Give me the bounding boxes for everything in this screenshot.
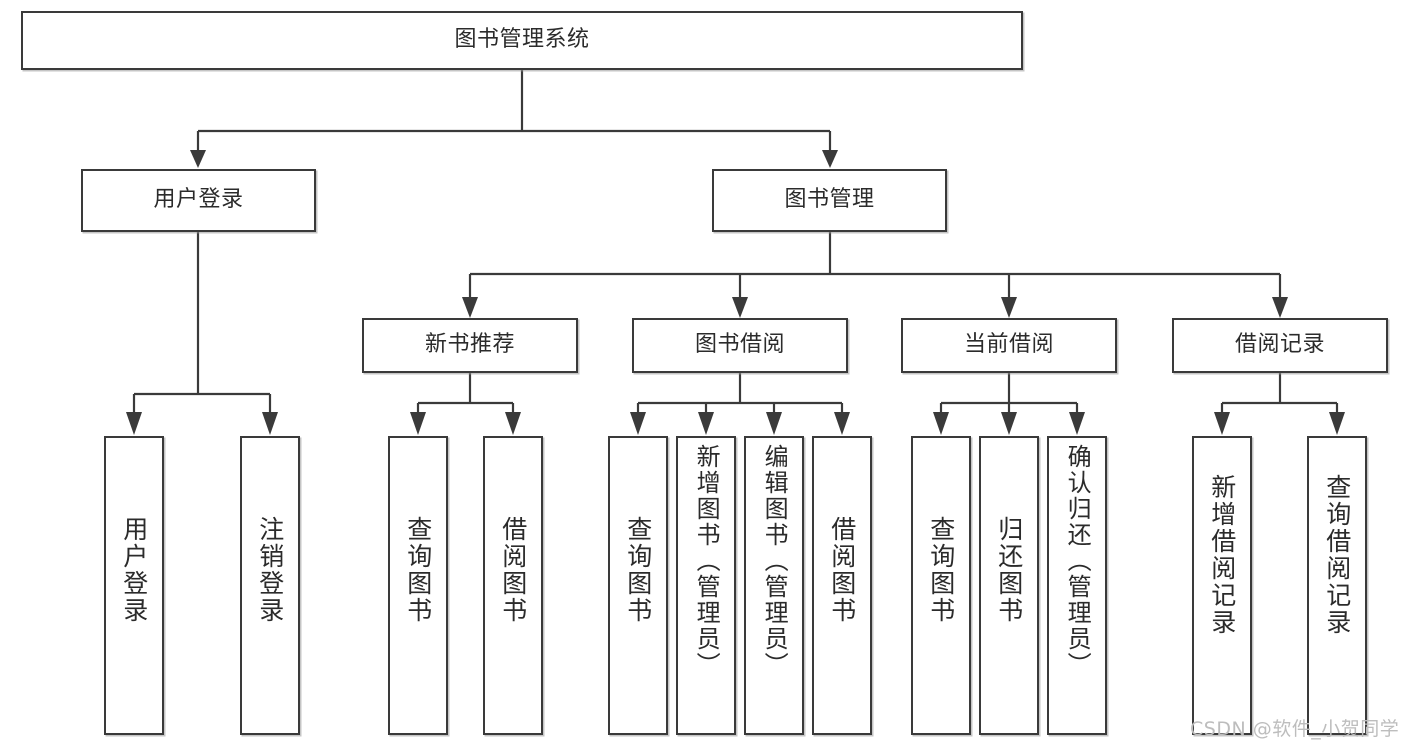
node-book-management[interactable]: 图书管理	[712, 169, 947, 232]
node-label: 借阅记录	[1234, 332, 1325, 358]
node-borrow-record[interactable]: 借阅记录	[1172, 318, 1388, 373]
node-leaf-borrow-book-2[interactable]: 借阅图书	[812, 436, 872, 735]
node-label: 用户登录	[153, 187, 244, 213]
node-label: 当前借阅	[963, 332, 1054, 358]
node-leaf-query-book-1[interactable]: 查询图书	[388, 436, 448, 735]
node-label: 用户登录	[119, 516, 149, 624]
node-label: 新书推荐	[424, 332, 515, 358]
node-leaf-add-borrow-record[interactable]: 新增借阅记录	[1192, 436, 1252, 735]
node-label: 图书管理系统	[454, 27, 590, 53]
node-book-management-system[interactable]: 图书管理系统	[21, 11, 1023, 70]
node-leaf-add-book[interactable]: 新增图书（管理员）	[676, 436, 736, 735]
node-leaf-edit-book[interactable]: 编辑图书（管理员）	[744, 436, 804, 735]
node-leaf-query-book-2[interactable]: 查询图书	[608, 436, 668, 735]
node-label: 查询图书	[403, 516, 433, 624]
node-leaf-logout-login[interactable]: 注销登录	[240, 436, 300, 735]
node-label: 新增图书（管理员）	[692, 444, 721, 678]
node-leaf-user-login[interactable]: 用户登录	[104, 436, 164, 735]
node-leaf-query-book-3[interactable]: 查询图书	[911, 436, 971, 735]
node-label: 查询借阅记录	[1322, 474, 1352, 636]
node-label: 编辑图书（管理员）	[760, 444, 789, 678]
node-label: 图书借阅	[694, 332, 785, 358]
node-label: 借阅图书	[827, 516, 857, 624]
node-new-book-recommend[interactable]: 新书推荐	[362, 318, 578, 373]
node-current-borrow[interactable]: 当前借阅	[901, 318, 1117, 373]
node-label: 图书管理	[784, 187, 875, 213]
node-label: 注销登录	[255, 516, 285, 624]
node-label: 归还图书	[994, 516, 1024, 624]
node-label: 查询图书	[926, 516, 956, 624]
node-label: 确认归还（管理员）	[1063, 444, 1092, 678]
node-label: 新增借阅记录	[1207, 474, 1237, 636]
node-user-login[interactable]: 用户登录	[81, 169, 316, 232]
node-label: 借阅图书	[498, 516, 528, 624]
node-book-borrow[interactable]: 图书借阅	[632, 318, 848, 373]
node-label: 查询图书	[623, 516, 653, 624]
node-leaf-borrow-book-1[interactable]: 借阅图书	[483, 436, 543, 735]
node-leaf-confirm-return[interactable]: 确认归还（管理员）	[1047, 436, 1107, 735]
node-leaf-return-book[interactable]: 归还图书	[979, 436, 1039, 735]
node-leaf-query-borrow-record[interactable]: 查询借阅记录	[1307, 436, 1367, 735]
